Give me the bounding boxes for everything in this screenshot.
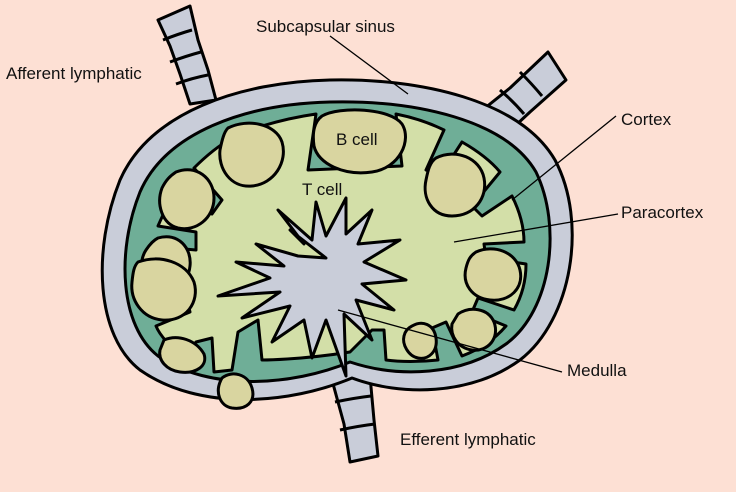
label-efferent-lymphatic: Efferent lymphatic xyxy=(400,430,536,449)
medulla xyxy=(216,196,408,378)
label-cortex: Cortex xyxy=(621,110,672,129)
b-cell-follicle xyxy=(130,257,197,322)
leader-subcapsular-sinus xyxy=(329,35,409,95)
b-cell-follicle xyxy=(463,247,523,302)
efferent-lymphatic-vessel xyxy=(330,374,380,464)
b-cell-follicle xyxy=(311,108,407,175)
leader-paracortex xyxy=(453,213,619,243)
b-cell-follicle xyxy=(158,336,207,374)
b-cell-follicle xyxy=(158,168,216,231)
label-afferent-lymphatic: Afferent lymphatic xyxy=(6,64,142,83)
b-cell-follicle xyxy=(216,372,255,410)
b-cell-follicle xyxy=(450,307,497,352)
label-b-cell: B cell xyxy=(336,130,378,149)
leader-medulla xyxy=(337,309,563,373)
b-cell-follicle xyxy=(402,321,438,360)
b-cell-follicle xyxy=(218,121,285,188)
leader-cortex xyxy=(511,115,617,201)
b-cell-follicle xyxy=(423,152,487,218)
label-t-cell: T cell xyxy=(302,180,342,199)
label-medulla: Medulla xyxy=(567,361,627,380)
label-paracortex: Paracortex xyxy=(621,203,704,222)
label-subcapsular-sinus: Subcapsular sinus xyxy=(256,17,395,36)
